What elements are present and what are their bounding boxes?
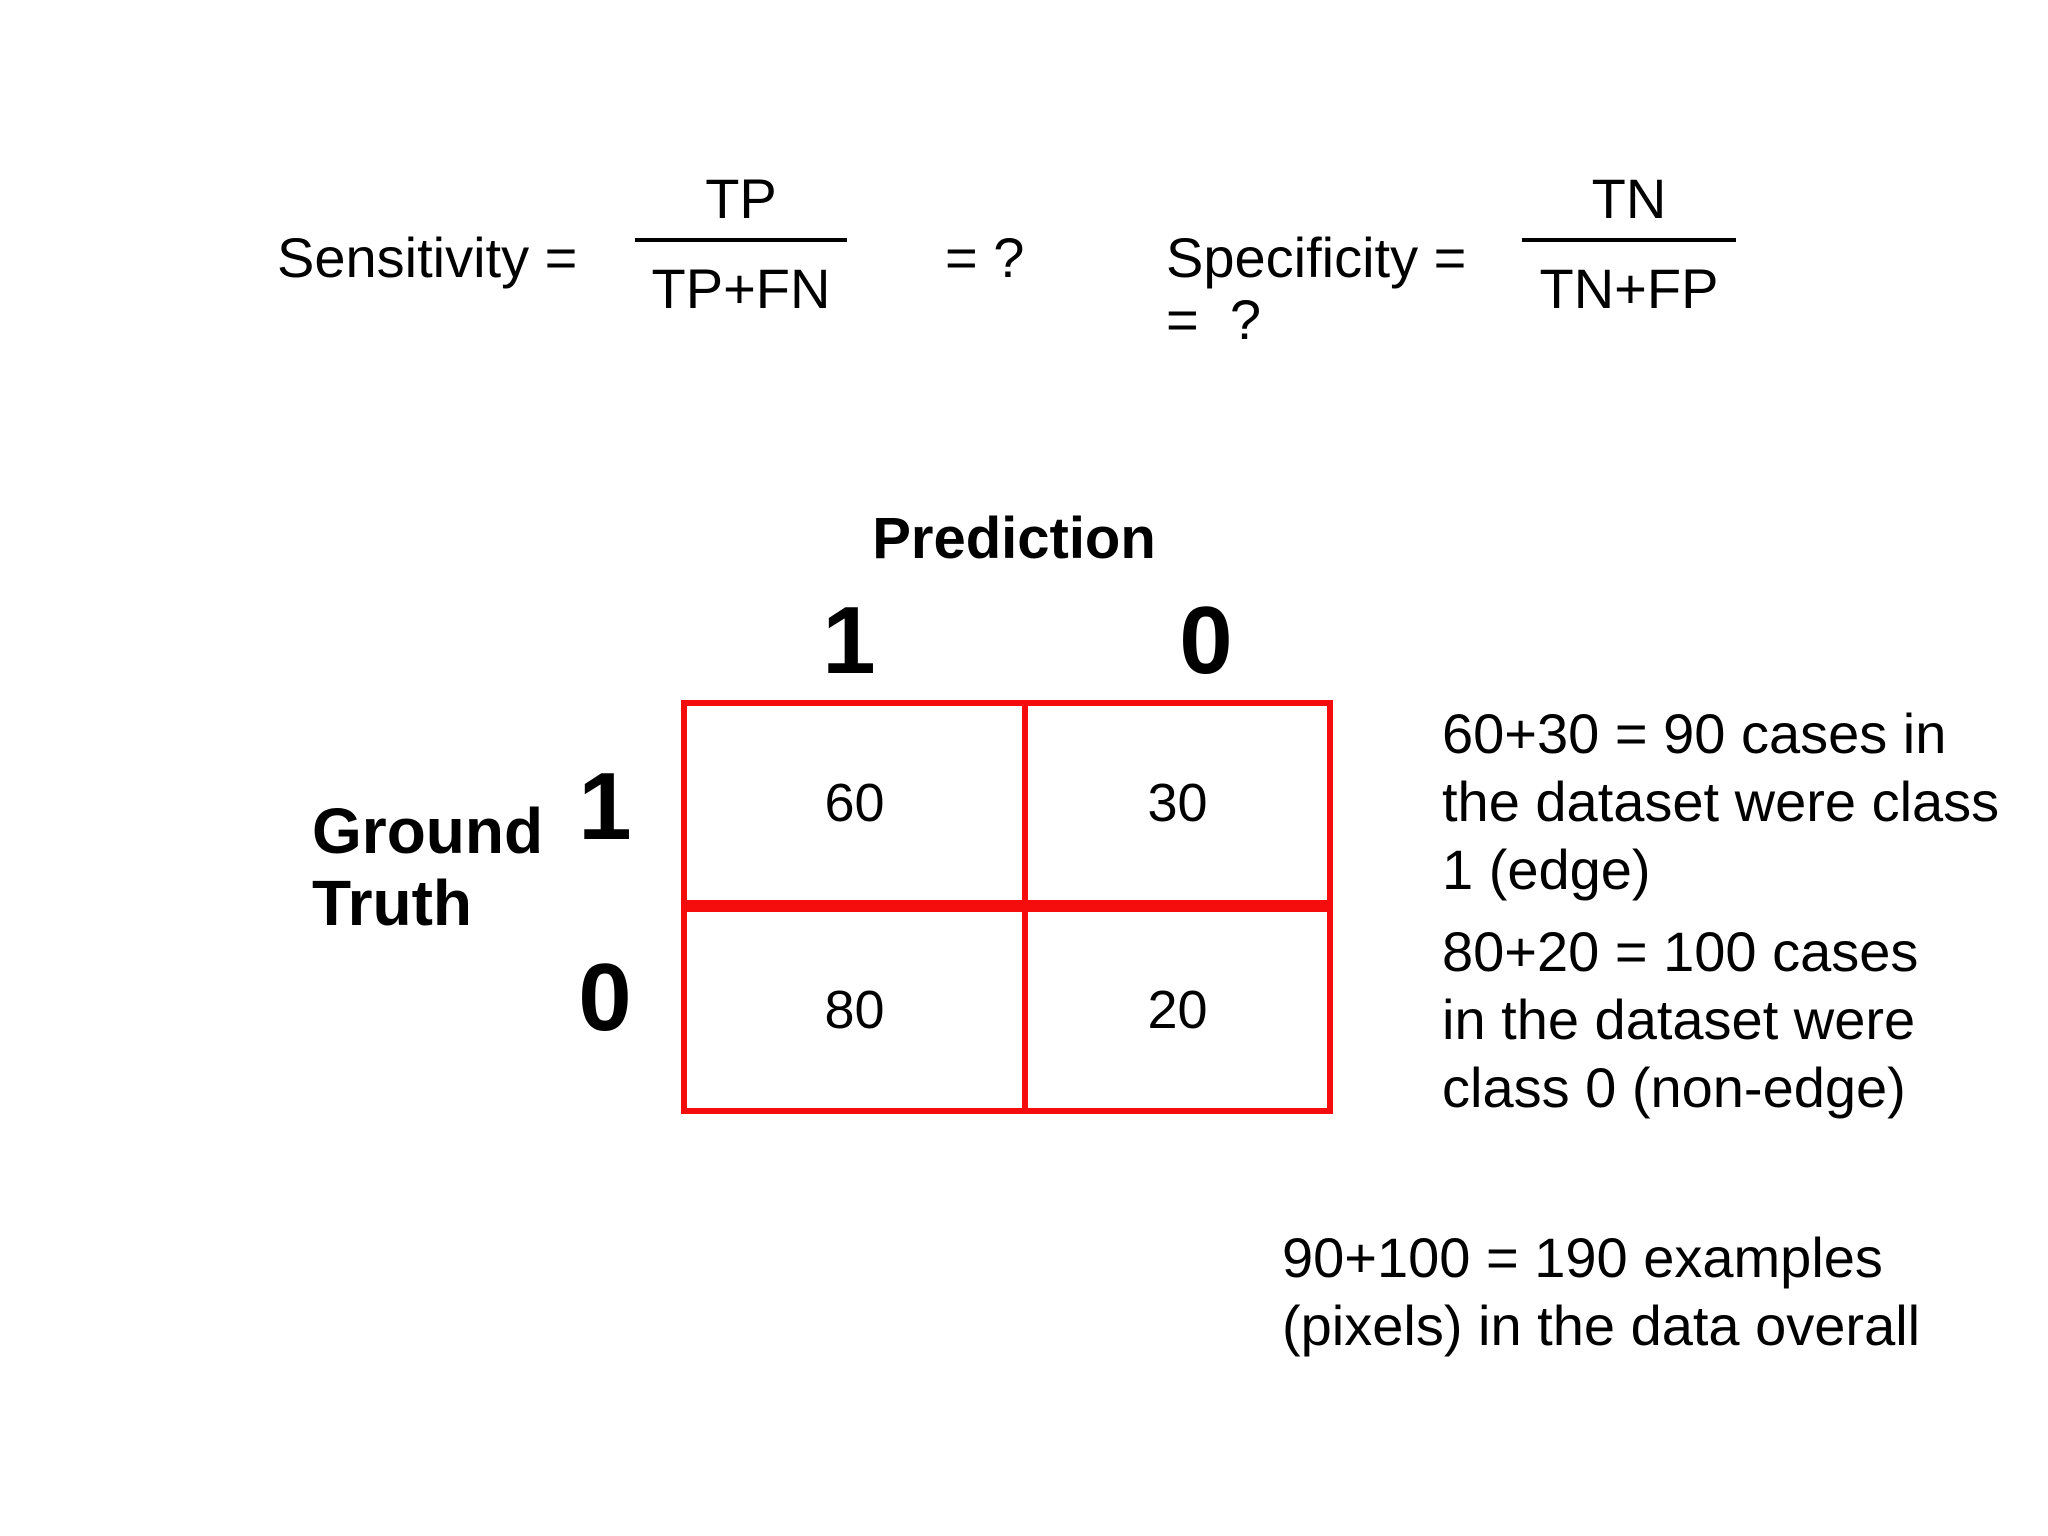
ground-truth-axis-title: Ground Truth <box>312 795 543 939</box>
sensitivity-numerator: TP <box>705 167 777 230</box>
ground-truth-line-2: Truth <box>312 867 472 939</box>
row-label-1: 1 <box>578 753 632 860</box>
annotation-total-line-1: 90+100 = 190 examples <box>1282 1226 1883 1289</box>
annotation-class0-line-1: 80+20 = 100 cases <box>1442 920 1919 983</box>
annotation-total-line-2: (pixels) in the data overall <box>1282 1294 1921 1357</box>
ground-truth-line-1: Ground <box>312 795 544 867</box>
specificity-fraction: TN TN+FP <box>1522 168 1736 320</box>
sensitivity-fraction: TP TP+FN <box>635 168 847 320</box>
annotation-class1: 60+30 = 90 cases in the dataset were cla… <box>1442 700 1999 904</box>
row-label-0: 0 <box>578 944 632 1051</box>
sensitivity-label: Sensitivity = <box>277 226 578 289</box>
cell-true0-pred1: 80 <box>824 980 885 1040</box>
annotation-class1-line-2: the dataset were class <box>1442 770 2000 833</box>
sensitivity-result: = ? <box>945 226 1025 289</box>
prediction-axis-title: Prediction <box>872 506 1156 571</box>
annotation-class0: 80+20 = 100 cases in the dataset were cl… <box>1442 918 1918 1122</box>
annotation-total: 90+100 = 190 examples (pixels) in the da… <box>1282 1224 1920 1360</box>
annotation-class1-line-3: 1 (edge) <box>1442 838 1651 901</box>
matrix-horizontal-divider <box>681 900 1333 912</box>
annotation-class0-line-2: in the dataset were <box>1442 988 1916 1051</box>
annotation-class1-line-1: 60+30 = 90 cases in <box>1442 702 1947 765</box>
sensitivity-denominator: TP+FN <box>651 257 831 320</box>
column-label-0: 0 <box>1179 587 1233 694</box>
cell-true0-pred0: 20 <box>1147 980 1208 1040</box>
fraction-bar <box>635 238 847 242</box>
specificity-label: Specificity = <box>1166 226 1467 289</box>
annotation-class0-line-3: class 0 (non-edge) <box>1442 1056 1906 1119</box>
specificity-numerator: TN <box>1591 167 1667 230</box>
column-label-1: 1 <box>822 587 876 694</box>
confusion-matrix: 60 30 80 20 <box>681 700 1333 1114</box>
cell-true1-pred1: 60 <box>824 773 885 833</box>
specificity-result: = ? <box>1166 288 1261 351</box>
fraction-bar <box>1522 238 1736 242</box>
cell-true1-pred0: 30 <box>1147 773 1208 833</box>
specificity-denominator: TN+FP <box>1539 257 1719 320</box>
